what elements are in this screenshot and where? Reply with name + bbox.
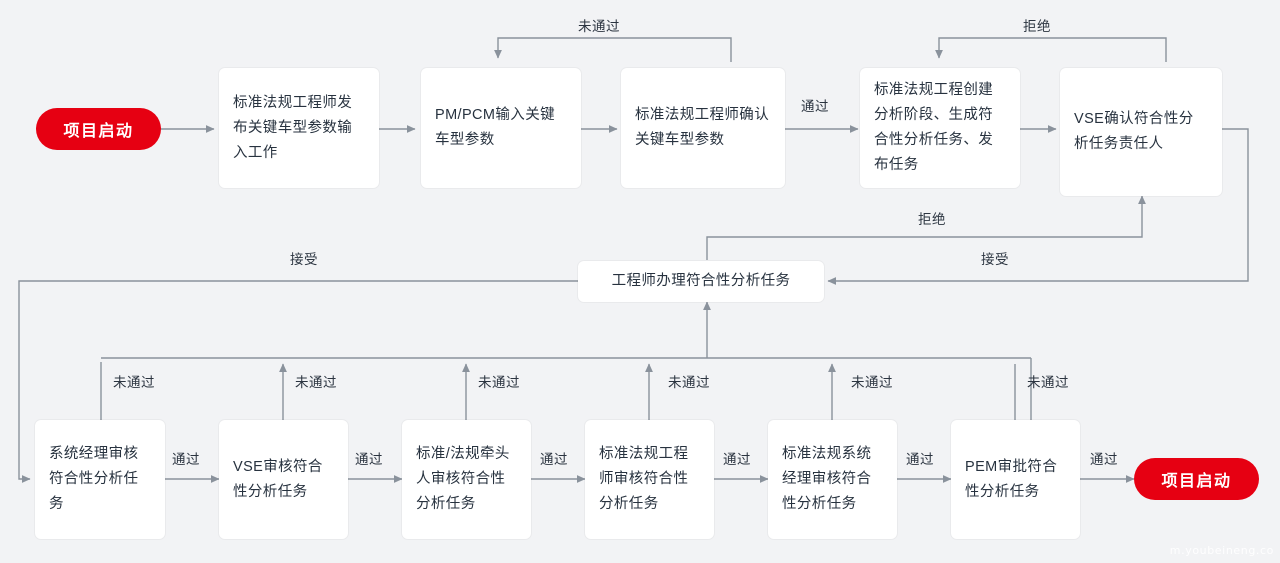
node-engineer-task-label: 工程师办理符合性分析任务 — [611, 273, 791, 289]
edge-label-top-fail: 未通过 — [578, 19, 620, 34]
node-create-stage-label: 标准法规工程创建分析阶段、生成符合性分析任务、发布任务 — [874, 82, 994, 173]
node-sys-mgr-review[interactable]: 系统经理审核符合性分析任务 — [35, 420, 165, 539]
edge-label-pass-5: 通过 — [906, 452, 934, 467]
edge-label-reject-mid: 拒绝 — [918, 212, 946, 227]
node-confirm-params-label: 标准法规工程师确认关键车型参数 — [635, 107, 770, 148]
edge-label-accept-left: 接受 — [290, 252, 318, 267]
node-confirm-params[interactable]: 标准法规工程师确认关键车型参数 — [621, 68, 785, 188]
edge-label-pass-1: 通过 — [172, 452, 200, 467]
edge-label-pass-3: 通过 — [540, 452, 568, 467]
node-end-label: 项目启动 — [1161, 473, 1232, 490]
edge-label-fail-3: 未通过 — [478, 375, 520, 390]
node-publish-params-label: 标准法规工程师发布关键车型参数输入工作 — [233, 94, 353, 161]
node-start[interactable]: 项目启动 — [36, 108, 161, 150]
edge-label-pass-to-create: 通过 — [801, 99, 829, 114]
node-engineer-task[interactable]: 工程师办理符合性分析任务 — [578, 261, 824, 302]
edge-label-pass-4: 通过 — [723, 452, 751, 467]
node-pm-input[interactable]: PM/PCM输入关键车型参数 — [421, 68, 581, 188]
node-std-eng-review-label: 标准法规工程师审核符合性分析任务 — [599, 446, 689, 512]
node-pem-approve-label: PEM审批符合性分析任务 — [965, 458, 1058, 500]
node-std-sys-mgr-review-label: 标准法规系统经理审核符合性分析任务 — [782, 446, 872, 512]
node-std-eng-review[interactable]: 标准法规工程师审核符合性分析任务 — [585, 420, 714, 539]
edge-label-fail-5: 未通过 — [851, 375, 893, 390]
watermark: m.youbeineng.co — [1169, 544, 1274, 557]
node-lead-review-label: 标准/法规牵头人审核符合性分析任务 — [416, 446, 510, 512]
node-vse-confirm-label: VSE确认符合性分析任务责任人 — [1074, 111, 1194, 152]
node-vse-confirm[interactable]: VSE确认符合性分析任务责任人 — [1060, 68, 1222, 196]
node-start-label: 项目启动 — [63, 123, 134, 140]
node-end[interactable]: 项目启动 — [1134, 458, 1259, 500]
node-pem-approve[interactable]: PEM审批符合性分析任务 — [951, 420, 1080, 539]
edge-label-top-reject: 拒绝 — [1023, 19, 1051, 34]
node-pm-input-label: PM/PCM输入关键车型参数 — [435, 107, 555, 148]
node-publish-params[interactable]: 标准法规工程师发布关键车型参数输入工作 — [219, 68, 379, 188]
node-lead-review[interactable]: 标准/法规牵头人审核符合性分析任务 — [402, 420, 531, 539]
node-sys-mgr-review-label: 系统经理审核符合性分析任务 — [49, 446, 139, 512]
edge-label-fail-6: 未通过 — [1027, 375, 1069, 390]
node-std-sys-mgr-review[interactable]: 标准法规系统经理审核符合性分析任务 — [768, 420, 897, 539]
node-vse-review-label: VSE审核符合性分析任务 — [233, 458, 323, 500]
node-create-stage[interactable]: 标准法规工程创建分析阶段、生成符合性分析任务、发布任务 — [860, 68, 1020, 188]
edge-label-fail-4: 未通过 — [668, 375, 710, 390]
node-vse-review[interactable]: VSE审核符合性分析任务 — [219, 420, 348, 539]
edge-label-pass-2: 通过 — [355, 452, 383, 467]
edge-label-pass-6: 通过 — [1090, 452, 1118, 467]
edge-label-fail-1: 未通过 — [113, 375, 155, 390]
edge-label-fail-2: 未通过 — [295, 375, 337, 390]
edge-label-accept-right: 接受 — [981, 252, 1009, 267]
